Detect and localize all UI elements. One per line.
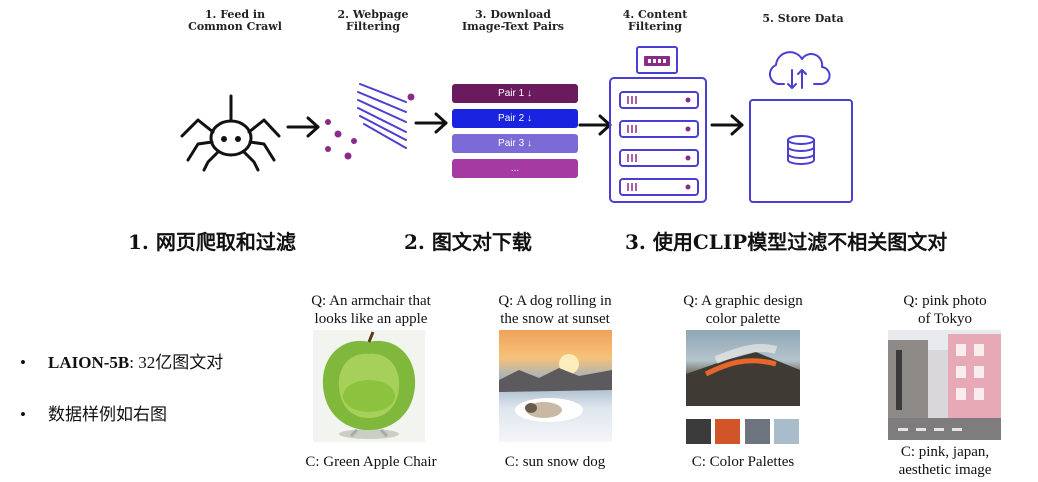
query-line: looks like an apple — [314, 311, 428, 327]
step-label-line2: Filtering — [346, 20, 400, 33]
arrow-right-icon — [286, 116, 320, 138]
example-caption: C: Color Palettes — [668, 453, 818, 471]
step-label-line1: 3. Download — [475, 8, 551, 21]
green-apple-chair-image — [313, 330, 425, 442]
palette-swatch — [715, 419, 740, 444]
pair-item: Pair 2 ↓ — [452, 109, 578, 128]
bullet-bold: LAION-5B — [48, 353, 130, 372]
step-label-line1: 1. Feed in — [204, 8, 266, 21]
step-label-webpage-filtering: 2. Webpage Filtering — [298, 9, 448, 33]
caption-line: C: Color Palettes — [691, 454, 795, 470]
filter-lines-icon — [325, 83, 415, 160]
step-label-content-filtering: 4. Content Filtering — [580, 9, 730, 33]
step-label-download: 3. Download Image-Text Pairs — [438, 9, 588, 33]
step-label-line2: Image-Text Pairs — [461, 20, 564, 33]
query-line: Q: An armchair that — [311, 293, 431, 309]
pair-label: ... — [510, 163, 520, 174]
step-label-line1: 2. Webpage — [337, 8, 409, 21]
pair-label: Pair 2 ↓ — [498, 113, 532, 124]
cloud-database-icon — [749, 51, 853, 203]
caption-line: C: pink, japan, — [900, 444, 990, 460]
pair-item: ... — [452, 159, 578, 178]
pair-label: Pair 1 ↓ — [498, 88, 532, 99]
pair-label: Pair 3 ↓ — [498, 138, 532, 149]
spider-icon — [180, 94, 281, 172]
example-query: Q: A dog rolling in the snow at sunset — [480, 292, 630, 328]
palette-swatch — [745, 419, 770, 444]
bullet-text: : 32亿图文对 — [129, 353, 224, 372]
example-caption: C: sun snow dog — [480, 453, 630, 471]
query-line: the snow at sunset — [500, 311, 610, 327]
step-label-line2: Common Crawl — [188, 20, 282, 33]
step-label-line1: 4. Content — [622, 8, 688, 21]
step-label-feed: 1. Feed in Common Crawl — [160, 9, 310, 33]
dog-in-snow-image — [499, 330, 612, 442]
bullet-dot: • — [20, 353, 26, 372]
query-line: color palette — [705, 311, 781, 327]
caption-line: C: Green Apple Chair — [305, 454, 437, 470]
example-caption: C: Green Apple Chair — [296, 453, 446, 471]
tokyo-street-image — [888, 330, 1001, 440]
query-line: Q: A dog rolling in — [498, 293, 612, 309]
bullet-dot: • — [20, 405, 26, 424]
palette-swatch — [686, 419, 711, 444]
caption-line: C: sun snow dog — [504, 454, 606, 470]
step-label-store-data: 5. Store Data — [728, 13, 878, 25]
server-gpu-icon — [609, 46, 707, 203]
query-line: Q: pink photo — [903, 293, 987, 309]
arrow-right-icon — [710, 114, 744, 136]
example-query: Q: pink photo of Tokyo — [870, 292, 1020, 328]
example-caption: C: pink, japan, aesthetic image — [870, 443, 1020, 479]
query-line: Q: A graphic design — [683, 293, 803, 309]
step-label-line1: 5. Store Data — [762, 12, 844, 25]
hillside-fire-image — [686, 330, 800, 406]
query-line: of Tokyo — [917, 311, 973, 327]
bullet-laion: • LAION-5B: 32亿图文对 — [20, 348, 223, 373]
bullet-text: 数据样例如右图 — [48, 405, 167, 424]
palette-swatch — [774, 419, 799, 444]
stage-title-download: 2. 图文对下载 — [404, 230, 532, 254]
step-label-line2: Filtering — [628, 20, 682, 33]
example-query: Q: A graphic design color palette — [668, 292, 818, 328]
stage-title-clip-filter: 3. 使用CLIP模型过滤不相关图文对 — [625, 230, 948, 254]
example-query: Q: An armchair that looks like an apple — [296, 292, 446, 328]
pair-item: Pair 3 ↓ — [452, 134, 578, 153]
caption-line: aesthetic image — [898, 462, 992, 478]
stage-title-crawl: 1. 网页爬取和过滤 — [128, 230, 296, 254]
bullet-examples: • 数据样例如右图 — [20, 400, 167, 425]
arrow-right-icon — [414, 112, 448, 134]
pair-item: Pair 1 ↓ — [452, 84, 578, 103]
